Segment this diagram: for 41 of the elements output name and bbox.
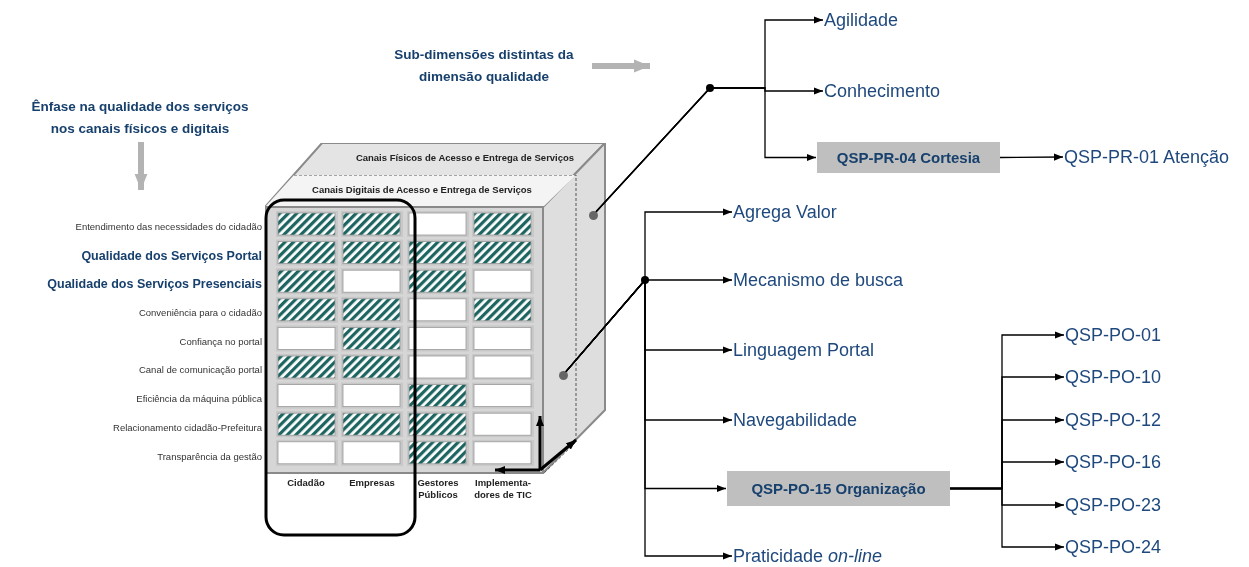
note-text: Ênfase na qualidade dos serviços nos canais físicos e digitais [20,96,260,142]
channels-cube-drawing [265,143,606,474]
face-title: Canais Físicos de Acesso e Entrega de Serviços [354,152,576,163]
row-label: Confiança no portal [178,335,262,349]
dimension-label: QSP-PO-01 [1065,324,1180,346]
digital-channels-block [265,175,576,474]
row-label: Eficiência da máquina pública [135,392,262,406]
dimension-label: Navegabilidade [733,409,883,431]
row-label: Canal de comunicação portal [137,363,262,377]
dimension-label: QSP-PO-10 [1065,366,1180,388]
row-label: Entendimento das necessidades do cidadão [74,220,262,234]
row-label: Relacionamento cidadão-Prefeitura [112,421,262,435]
column-label: Implementa- dores de TIC [473,477,533,501]
dimension-label: Conhecimento [824,80,964,102]
highlighted-dimension-box: QSP-PO-15 Organização [727,471,950,506]
dimension-label: Agrega Valor [733,201,873,223]
arrow [999,153,1064,161]
column-label: Empresas [348,477,396,489]
arrow [592,59,650,73]
dimension-label: QSP-PO-16 [1065,451,1180,473]
dimension-label: Linguagem Portal [733,339,903,361]
anchor-dot [588,210,598,220]
dimension-label: QSP-PO-23 [1065,494,1180,516]
row-label: Qualidade dos Serviços Portal [80,248,262,264]
note-text: Sub-dimensões distintas da dimensão qualidade [376,44,592,88]
face-title: Canais Digitais de Acesso e Entrega de Serviços [311,184,533,195]
dimension-label: Agilidade [824,9,934,31]
column-label: Cidadão [286,477,326,489]
dimension-label: QSP-PO-24 [1065,536,1180,558]
arrow [949,487,1065,551]
row-label: Qualidade dos Serviços Presenciais [46,276,262,292]
highlighted-dimension-box: QSP-PR-04 Cortesia [817,142,1000,173]
column-label: Gestores Públicos [416,477,460,501]
row-label: Transparência da gestão [156,450,262,464]
dimension-label: QSP-PO-12 [1065,409,1180,431]
row-label: Conveniência para o cidadão [137,306,262,320]
dimension-label: QSP-PR-01 Atenção [1064,146,1246,168]
anchor-dot [558,370,568,380]
dimension-label: Praticidade on-line [733,545,913,567]
arrow [134,142,148,190]
dimension-label: Mecanismo de busca [733,269,933,291]
